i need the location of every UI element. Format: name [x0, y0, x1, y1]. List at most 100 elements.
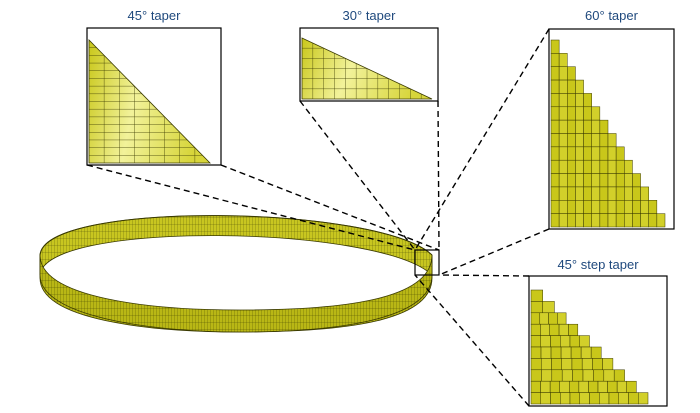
leader-60-top	[414, 28, 550, 251]
step-taper-45-element	[550, 392, 561, 405]
taper-60-element	[599, 159, 609, 174]
taper-60-element	[624, 200, 633, 214]
step-taper-45-element	[569, 392, 580, 405]
step-taper-45-element	[561, 369, 573, 382]
step-taper-45-element	[599, 392, 610, 405]
taper-60-element	[558, 159, 568, 174]
step-taper-45-element	[579, 392, 590, 405]
step-taper-45-element	[530, 335, 541, 348]
taper-60-element	[640, 213, 649, 228]
step-taper-45-element	[570, 346, 582, 359]
taper-60-element	[583, 173, 592, 188]
taper-60-element	[575, 186, 584, 201]
step-taper-45-element	[638, 392, 649, 405]
panel-60-taper-mesh	[550, 39, 666, 228]
step-taper-45-element	[539, 312, 549, 325]
step-taper-45-element	[602, 358, 614, 371]
taper-60-element	[607, 200, 617, 214]
leader-30-left	[299, 100, 416, 251]
step-taper-45-element	[608, 392, 619, 405]
taper-60-element	[591, 119, 601, 134]
taper-60-element	[583, 213, 592, 228]
taper-60-element	[575, 200, 584, 214]
leader-30-right	[437, 100, 440, 251]
taper-60-element	[591, 213, 601, 228]
taper-60-element	[591, 133, 601, 148]
step-taper-45-element	[530, 358, 542, 371]
leader-lines	[86, 28, 550, 407]
taper-60-element	[550, 93, 560, 108]
taper-60-element	[575, 93, 584, 108]
taper-60-element	[558, 200, 568, 214]
taper-60-element	[607, 146, 617, 161]
taper-60-element	[550, 200, 560, 214]
taper-60-element	[607, 186, 617, 201]
taper-60-element	[567, 79, 576, 94]
taper-60-element	[583, 119, 592, 134]
step-taper-45-element	[549, 323, 560, 336]
taper-60-element	[575, 79, 584, 94]
step-taper-45-element	[540, 323, 550, 336]
taper-60-element	[575, 159, 584, 174]
panel-45-taper	[86, 27, 222, 166]
taper-60-element	[599, 173, 609, 188]
step-taper-45-element	[530, 369, 542, 382]
taper-60-element	[567, 146, 576, 161]
step-taper-45-element	[626, 380, 637, 393]
taper-60-element	[648, 213, 658, 228]
step-taper-45-element	[540, 358, 552, 371]
step-taper-45-element	[569, 380, 580, 393]
taper-60-element	[599, 146, 609, 161]
taper-60-element	[640, 186, 649, 201]
taper-60-element	[607, 133, 617, 148]
leader-45-right	[220, 164, 440, 251]
taper-60-element	[558, 79, 568, 94]
taper-60-element	[615, 173, 625, 188]
taper-60-element	[558, 186, 568, 201]
step-taper-45-element	[530, 346, 542, 359]
taper-60-element	[607, 213, 617, 228]
panel-60-taper-title: 60° taper	[585, 8, 638, 23]
taper-60-element	[656, 213, 666, 228]
taper-60-element	[550, 213, 560, 228]
taper-60-element	[558, 66, 568, 81]
step-taper-45-element	[550, 346, 562, 359]
taper-60-element	[583, 106, 592, 121]
taper-60-element	[615, 159, 625, 174]
taper-60-element	[567, 133, 576, 148]
step-taper-45-element	[590, 346, 602, 359]
taper-60-element	[591, 146, 601, 161]
step-taper-45-element	[549, 380, 560, 393]
taper-60-element	[599, 200, 609, 214]
panel-30-taper-title: 30° taper	[342, 8, 396, 23]
taper-60-element	[550, 159, 560, 174]
taper-60-element	[583, 133, 592, 148]
step-taper-45-element	[616, 380, 627, 393]
panel-30-taper	[299, 27, 439, 102]
step-taper-45-element	[593, 369, 605, 382]
step-taper-45-element	[578, 380, 589, 393]
step-taper-45-element	[581, 358, 593, 371]
panel-45-step-taper	[528, 275, 668, 407]
taper-60-element	[567, 93, 576, 108]
taper-60-element	[550, 39, 560, 54]
panel-45-taper-title: 45° taper	[127, 8, 181, 23]
panel-60-taper	[548, 28, 675, 230]
ring-band-model	[39, 215, 433, 333]
step-taper-45-element	[530, 312, 541, 325]
zoom-marker-box	[414, 249, 440, 276]
taper-60-element	[550, 53, 560, 67]
taper-60-element	[599, 186, 609, 201]
taper-60-element	[615, 213, 625, 228]
step-taper-45-element	[560, 346, 572, 359]
step-taper-45-element	[551, 358, 562, 371]
taper-60-element	[567, 119, 576, 134]
taper-60-element	[599, 133, 609, 148]
taper-60-element	[583, 93, 592, 108]
ring-top-edge	[39, 215, 433, 256]
step-taper-45-element	[540, 346, 552, 359]
step-taper-45-element	[551, 369, 563, 382]
step-taper-45-element	[569, 335, 580, 348]
taper-60-element	[575, 213, 584, 228]
